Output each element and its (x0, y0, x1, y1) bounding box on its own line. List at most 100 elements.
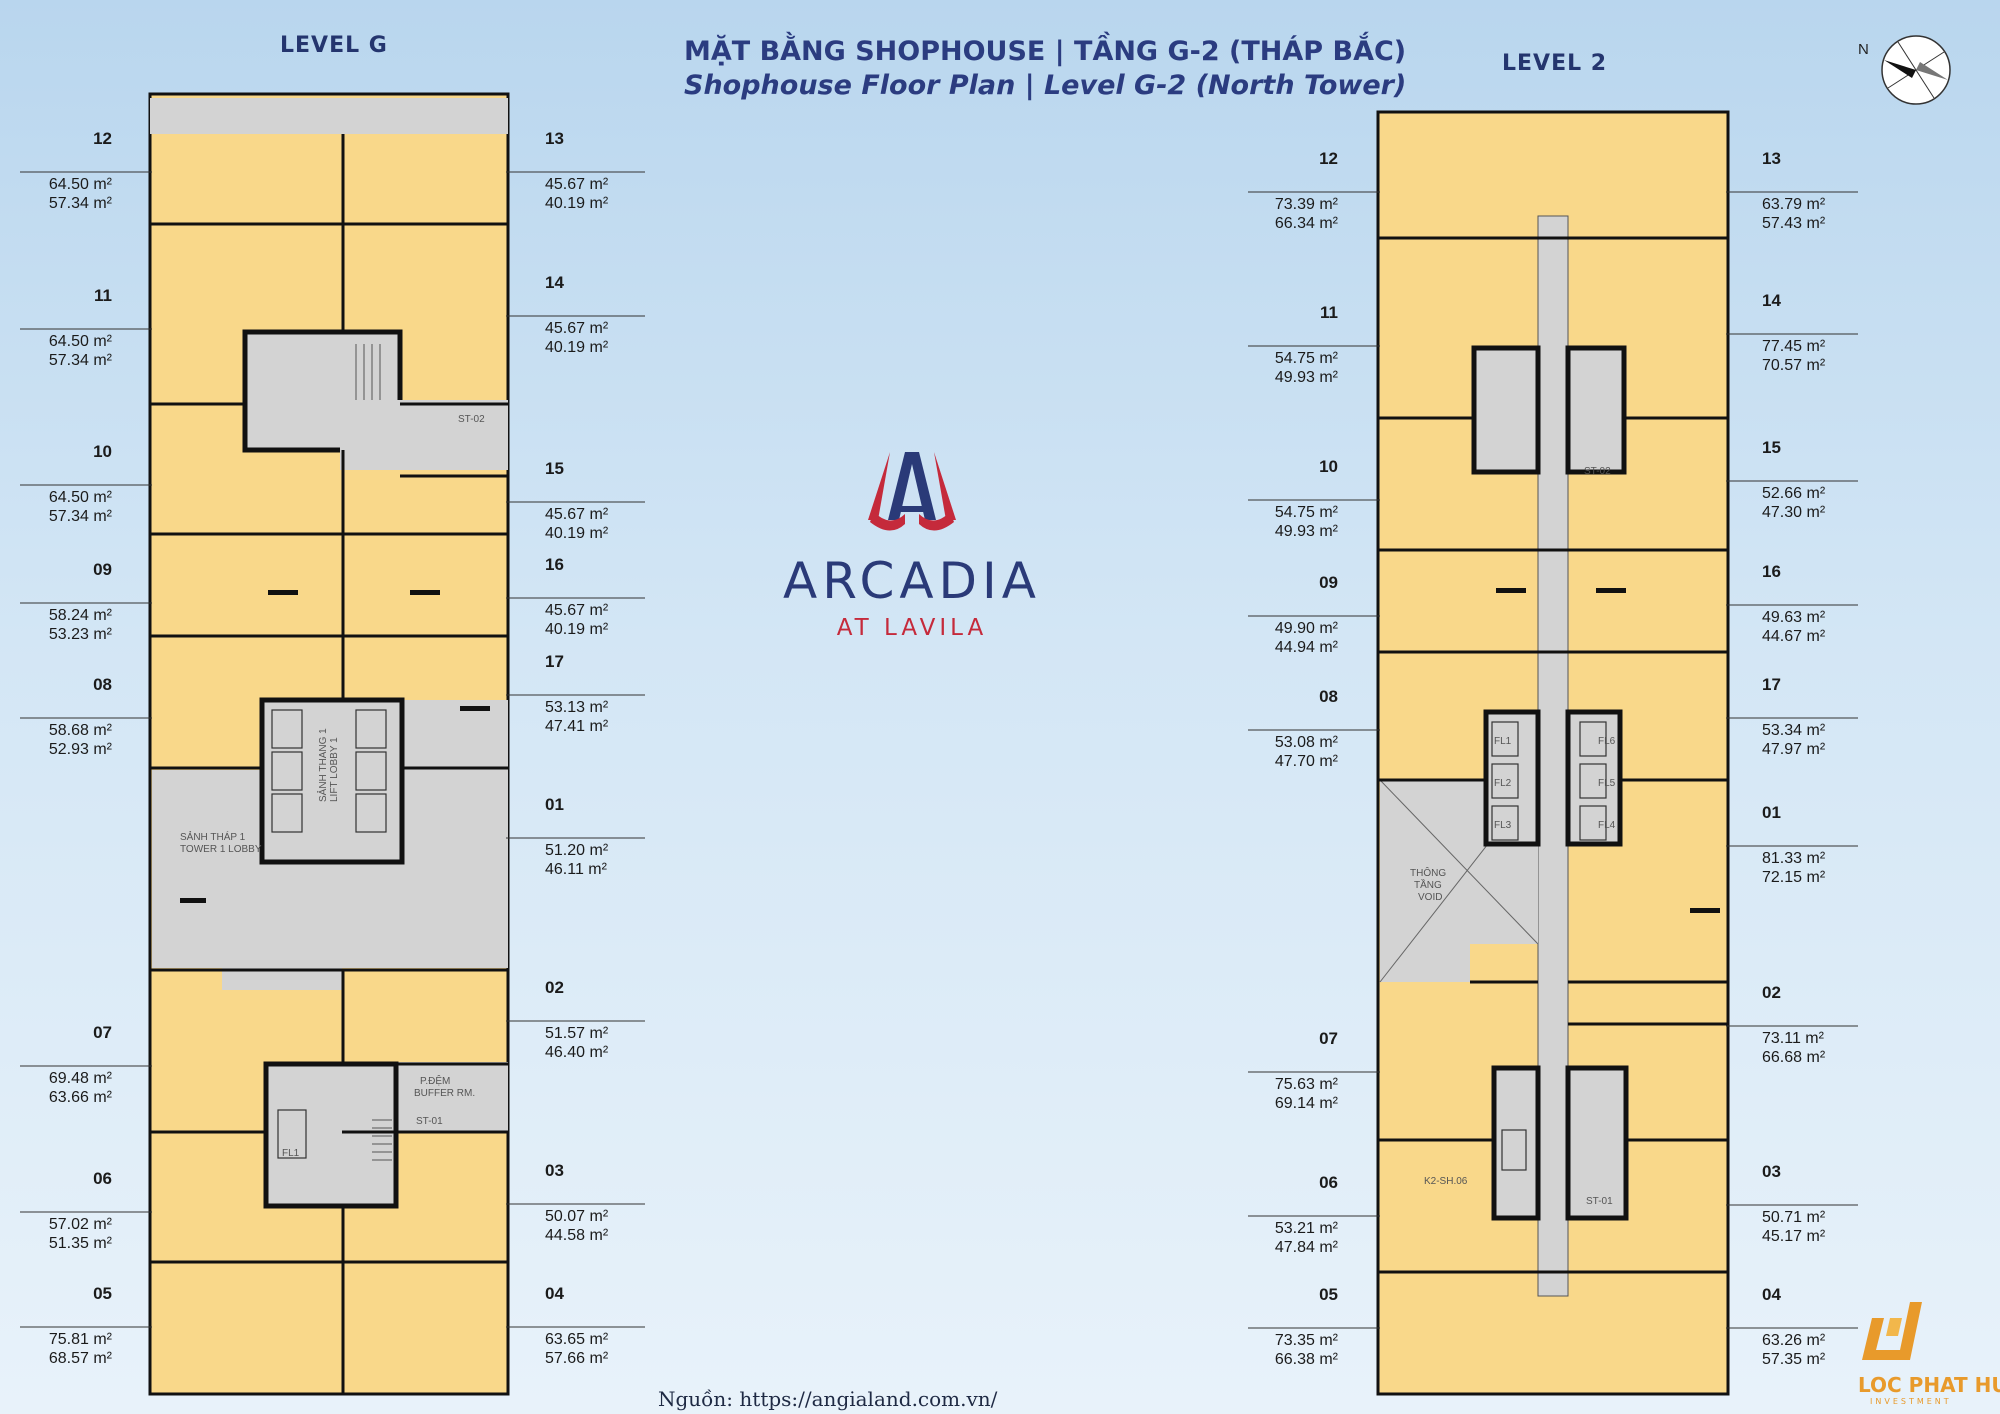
unit-number: 14 (1762, 291, 1781, 310)
unit-number: 04 (545, 1284, 564, 1303)
unit-gross-area: 64.50 m² (49, 489, 113, 506)
unit-net-area: 49.93 m² (1275, 523, 1339, 540)
unit-area-labels: 12 64.50 m² 57.34 m² 11 64.50 m² 57.34 m² 10 64… (20, 129, 1858, 1368)
unit-number: 01 (1762, 803, 1781, 822)
unit-gross-area: 73.11 m² (1762, 1030, 1825, 1047)
room-label-fl4: FL4 (1598, 820, 1616, 831)
unit-number: 14 (545, 273, 564, 292)
unit-gross-area: 54.75 m² (1275, 504, 1339, 521)
unit-gross-area: 58.24 m² (49, 607, 113, 624)
unit-gross-area: 51.57 m² (545, 1025, 609, 1042)
unit-number: 06 (1319, 1173, 1338, 1192)
unit-number: 09 (1319, 573, 1338, 592)
unit-net-area: 47.84 m² (1275, 1239, 1339, 1256)
room-label-lobby-en: TOWER 1 LOBBY (180, 844, 262, 855)
unit-number: 12 (1319, 149, 1338, 168)
room-label-fl5: FL5 (1598, 778, 1616, 789)
room-label-void-en: VOID (1418, 892, 1442, 903)
unit-number: 05 (1319, 1285, 1338, 1304)
unit-gross-area: 64.50 m² (49, 176, 113, 193)
unit-net-area: 51.35 m² (49, 1235, 113, 1252)
room-label-buffer-vi: P.ĐỆM (420, 1074, 450, 1087)
unit-net-area: 46.11 m² (545, 861, 608, 878)
unit-gross-area: 81.33 m² (1762, 850, 1826, 867)
unit-net-area: 57.34 m² (49, 352, 113, 369)
unit-net-area: 66.68 m² (1762, 1049, 1826, 1066)
room-label-k2: K2-SH.06 (1424, 1176, 1468, 1187)
unit-gross-area: 50.07 m² (545, 1208, 609, 1225)
room-label-void-vi1: THÔNG (1410, 866, 1446, 879)
unit-net-area: 49.93 m² (1275, 369, 1339, 386)
room-label-fl1-g: FL1 (282, 1148, 300, 1159)
unit-net-area: 47.30 m² (1762, 504, 1826, 521)
unit-net-area: 72.15 m² (1762, 869, 1826, 886)
unit-gross-area: 64.50 m² (49, 333, 113, 350)
unit-gross-area: 75.81 m² (49, 1331, 113, 1348)
unit-gross-area: 77.45 m² (1762, 338, 1826, 355)
unit-net-area: 47.41 m² (545, 718, 609, 735)
unit-gross-area: 45.67 m² (545, 602, 609, 619)
unit-number: 16 (545, 555, 564, 574)
room-label-st01-2: ST-01 (1586, 1196, 1613, 1207)
unit-net-area: 40.19 m² (545, 339, 609, 356)
unit-gross-area: 49.63 m² (1762, 609, 1826, 626)
level-g-heading: LEVEL G (280, 33, 388, 58)
unit-net-area: 45.17 m² (1762, 1228, 1826, 1245)
unit-number: 10 (1319, 457, 1338, 476)
unit-gross-area: 51.20 m² (545, 842, 609, 859)
unit-number: 11 (94, 286, 112, 305)
unit-gross-area: 45.67 m² (545, 320, 609, 337)
source-text: Nguồn: https://angialand.com.vn/ (658, 1387, 998, 1411)
logo-name: ARCADIA (783, 552, 1041, 610)
unit-net-area: 47.97 m² (1762, 741, 1826, 758)
unit-number: 17 (545, 652, 564, 671)
unit-net-area: 44.94 m² (1275, 639, 1339, 656)
unit-net-area: 68.57 m² (49, 1350, 113, 1367)
unit-gross-area: 53.08 m² (1275, 734, 1339, 751)
unit-number: 08 (1319, 687, 1338, 706)
unit-net-area: 40.19 m² (545, 525, 609, 542)
unit-gross-area: 69.48 m² (49, 1070, 113, 1087)
unit-gross-area: 45.67 m² (545, 176, 609, 193)
title-en: Shophouse Floor Plan | Level G-2 (North … (684, 70, 1406, 101)
unit-net-area: 70.57 m² (1762, 357, 1826, 374)
unit-net-area: 40.19 m² (545, 621, 609, 638)
room-label-lobby-vi: SẢNH THÁP 1 (180, 830, 246, 843)
unit-number: 05 (93, 1284, 112, 1303)
unit-number: 02 (545, 978, 564, 997)
unit-number: 04 (1762, 1285, 1781, 1304)
level-2-heading: LEVEL 2 (1502, 51, 1607, 76)
unit-gross-area: 58.68 m² (49, 722, 113, 739)
unit-number: 06 (93, 1169, 112, 1188)
unit-net-area: 40.19 m² (545, 195, 609, 212)
level-2-plan: ST-02 THÔNG TẦNG VOID FL1 FL2 FL3 FL4 FL… (1376, 110, 1730, 1396)
unit-gross-area: 53.34 m² (1762, 722, 1826, 739)
unit-net-area: 52.93 m² (49, 741, 113, 758)
logo-subtitle: AT LAVILA (837, 615, 988, 641)
level-g-plan: ST-02 SẢNH THÁP 1 TOWER 1 LOBBY SẢNH THA… (148, 92, 510, 1396)
unit-number: 07 (1319, 1029, 1338, 1048)
arcadia-logo (868, 452, 956, 531)
unit-number: 03 (1762, 1162, 1781, 1181)
unit-gross-area: 49.90 m² (1275, 620, 1339, 637)
unit-number: 07 (93, 1023, 112, 1042)
unit-gross-area: 73.39 m² (1275, 196, 1339, 213)
unit-net-area: 47.70 m² (1275, 753, 1339, 770)
loc-phat-hung-logo (1862, 1302, 1922, 1360)
unit-number: 08 (93, 675, 112, 694)
unit-number: 15 (1762, 438, 1781, 457)
unit-net-area: 57.43 m² (1762, 215, 1826, 232)
unit-gross-area: 57.02 m² (49, 1216, 113, 1233)
unit-number: 16 (1762, 562, 1781, 581)
unit-net-area: 57.34 m² (49, 195, 113, 212)
unit-net-area: 46.40 m² (545, 1044, 609, 1061)
unit-net-area: 53.23 m² (49, 626, 113, 643)
room-label-void-vi2: TẦNG (1414, 878, 1442, 891)
unit-gross-area: 53.13 m² (545, 699, 609, 716)
room-label-lift-en: LIFT LOBBY 1 (329, 737, 340, 802)
unit-net-area: 66.34 m² (1275, 215, 1339, 232)
brand-tag: INVESTMENT (1870, 1397, 1952, 1406)
unit-number: 10 (93, 442, 112, 461)
unit-number: 15 (545, 459, 564, 478)
unit-gross-area: 73.35 m² (1275, 1332, 1339, 1349)
